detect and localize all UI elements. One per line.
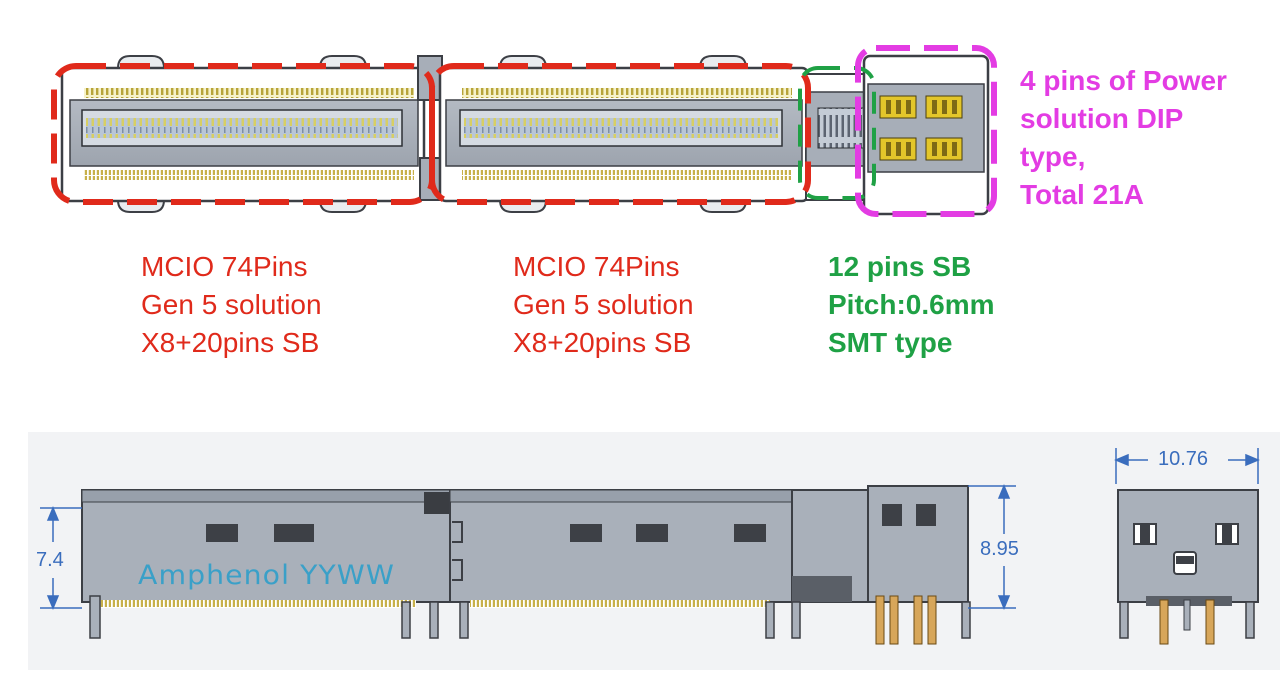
middle-mcio-label: MCIO 74Pins Gen 5 solution X8+20pins SB: [513, 248, 694, 362]
dimension-label-height-connector: 7.4: [36, 549, 64, 571]
left-mcio-label-line-3: X8+20pins SB: [141, 327, 320, 358]
power-label-line-3: type,: [1020, 141, 1086, 172]
middle-mcio-label-line-3: X8+20pins SB: [513, 327, 692, 358]
dimension-label-width-power: 10.76: [1158, 448, 1209, 470]
dimension-8-95: [968, 484, 1016, 610]
highlight-middle-mcio: [429, 63, 811, 205]
left-mcio-label-line-1: MCIO 74Pins: [141, 251, 308, 282]
highlight-sideband: [798, 66, 876, 200]
left-mcio-label: MCIO 74Pins Gen 5 solution X8+20pins SB: [141, 248, 322, 362]
top-view: [60, 54, 990, 216]
power-label-line-1: 4 pins of Power: [1020, 65, 1227, 96]
power-label-line-4: Total 21A: [1020, 179, 1144, 210]
middle-mcio-label-line-1: MCIO 74Pins: [513, 251, 680, 282]
power-label-line-2: solution DIP: [1020, 103, 1184, 134]
brand-marking: Amphenol YYWW: [138, 560, 395, 591]
end-view: [1117, 489, 1259, 645]
left-mcio-label-line-2: Gen 5 solution: [141, 289, 322, 320]
dimension-7-4: [40, 506, 82, 610]
dimension-10-76: [1114, 448, 1260, 484]
sideband-label-line-1: 12 pins SB: [828, 251, 972, 282]
power-label: 4 pins of Power solution DIP type, Total…: [1020, 62, 1227, 214]
sideband-label-line-3: SMT type: [828, 327, 953, 358]
side-view-connector: [81, 485, 971, 645]
middle-mcio-label-line-2: Gen 5 solution: [513, 289, 694, 320]
dimension-label-height-power: 8.95: [980, 538, 1019, 560]
sideband-label: 12 pins SB Pitch:0.6mm SMT type: [828, 248, 995, 362]
sideband-label-line-2: Pitch:0.6mm: [828, 289, 995, 320]
highlight-power: [855, 45, 997, 217]
